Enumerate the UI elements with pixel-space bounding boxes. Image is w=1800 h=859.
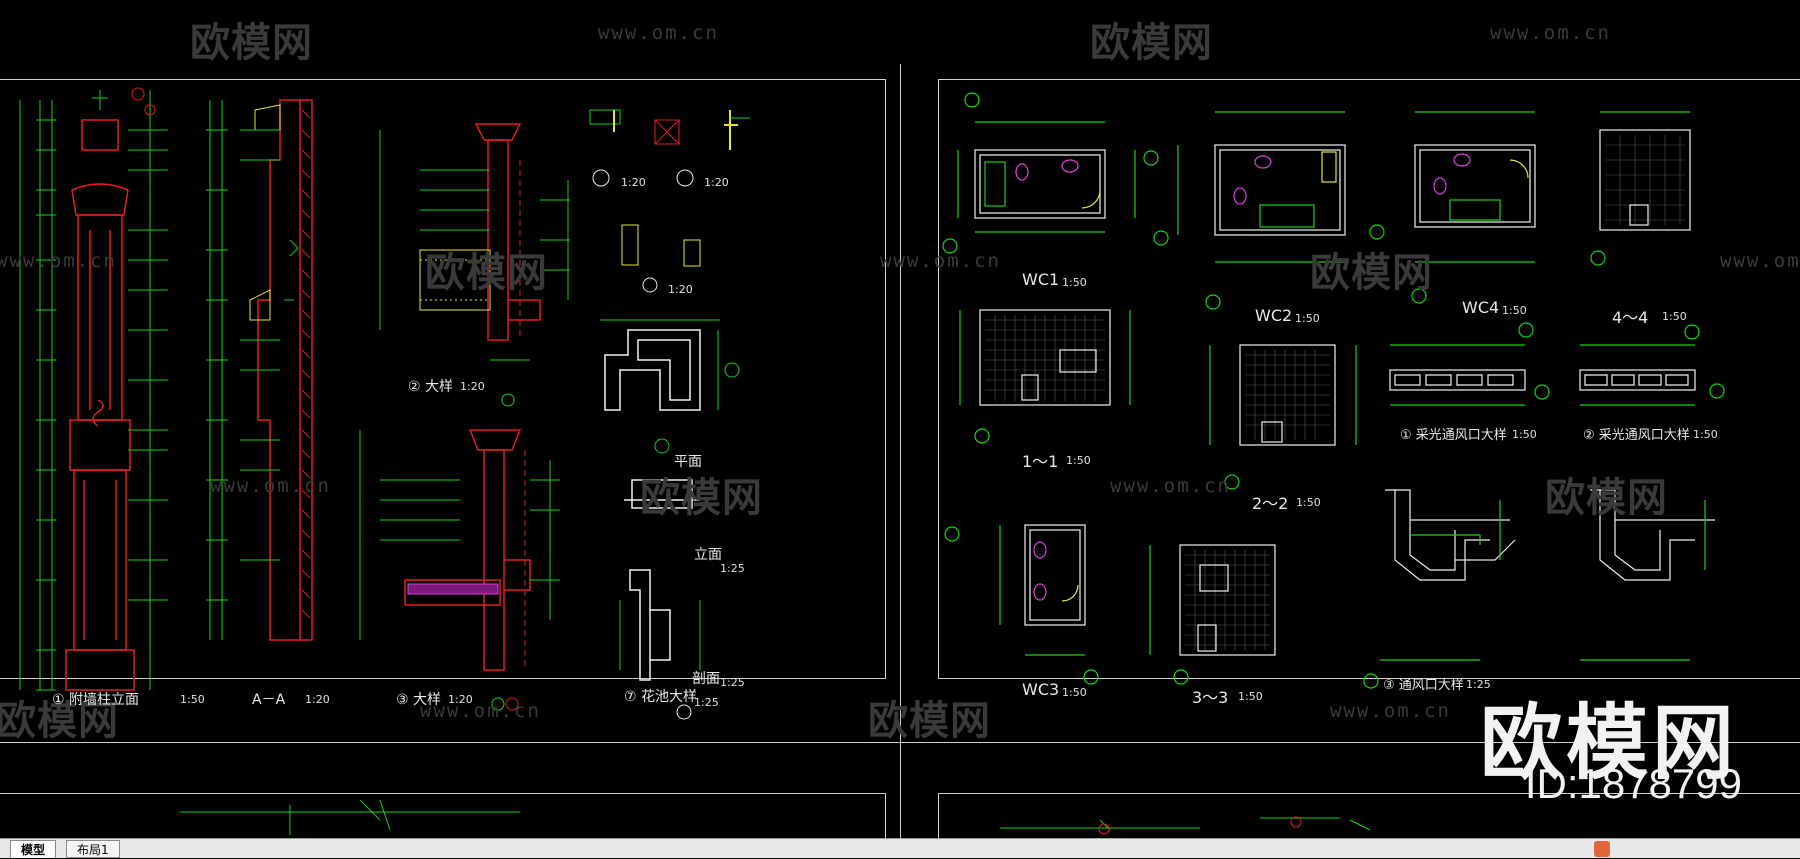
horizontal-divider-line <box>0 742 1800 743</box>
tab-layout-1[interactable]: 布局1 <box>66 840 120 858</box>
label-vent-detail-2-scale: 1:50 <box>1693 428 1718 441</box>
watermark-brand-mid-right: 欧模网 <box>1310 250 1433 296</box>
label-section-aa: A－A <box>252 692 286 708</box>
watermark-brand-bottom-center: 欧模网 <box>868 698 991 744</box>
sheet-divider-line <box>900 64 901 838</box>
layout-tab-bar: 模型 布局1 <box>0 838 1800 858</box>
label-section-11-scale: 1:50 <box>1066 454 1091 467</box>
watermark-url-center-right: www.om.cn <box>1110 475 1231 497</box>
pilaster-elevation-drawing <box>65 119 135 691</box>
app-tray-icon <box>1594 841 1610 857</box>
section-33-drawing <box>1149 544 1276 685</box>
label-vent-detail-2: ② 采光通风口大样 <box>1583 428 1690 443</box>
label-vent-detail-3: ③ 通风口大样 <box>1383 678 1464 693</box>
watermark-url-mid-center: www.om.cn <box>880 250 1001 272</box>
label-section-11: 1～1 <box>1022 452 1059 471</box>
label-planter-front: 立面 <box>694 547 722 563</box>
pilaster-dimension-lines <box>19 87 168 691</box>
wc1-plan-drawing <box>942 92 1159 254</box>
label-section-aa-scale: 1:20 <box>305 693 330 706</box>
brand-logo-text: 欧模网 <box>1479 696 1738 791</box>
label-section-44-scale: 1:50 <box>1662 310 1687 323</box>
drawing-canvas[interactable]: 欧模网 www.om.cn 欧模网 www.om.cn 欧模网 www.om.c… <box>0 0 1800 838</box>
label-planter-section-scale: 1:25 <box>720 676 745 689</box>
label-pilaster-elevation: ① 附墙柱立面 <box>52 692 140 708</box>
watermark-brand-mid-left: 欧模网 <box>425 250 548 296</box>
detail-2-drawing <box>379 123 570 407</box>
label-wc3-scale: 1:50 <box>1062 686 1087 699</box>
label-vent-detail-1: ① 采光通风口大样 <box>1400 428 1507 443</box>
right-sheet-frame-lower <box>938 793 1800 838</box>
watermark-url-top-right: www.om.cn <box>1490 22 1611 44</box>
vent-detail-2-drawing <box>1579 324 1725 406</box>
watermark-url-bottom-center: www.om.cn <box>1330 700 1451 722</box>
label-detail-2-scale: 1:20 <box>460 380 485 393</box>
label-wc1: WC1 <box>1022 270 1060 289</box>
planter-plan-drawing <box>600 319 740 720</box>
tab-model[interactable]: 模型 <box>10 840 57 858</box>
label-wc4: WC4 <box>1462 298 1500 317</box>
cad-drawing <box>19 87 1725 835</box>
label-pilaster-elevation-scale: 1:50 <box>180 693 205 706</box>
watermark-url-bottom-left: www.om.cn <box>420 700 541 722</box>
watermark-brand-top-right: 欧模网 <box>1090 20 1213 66</box>
wc4-plan-drawing <box>1369 111 1536 304</box>
vent-detail-3-drawing <box>1363 489 1715 689</box>
watermark-url-top-left: www.om.cn <box>598 22 719 44</box>
label-vent-detail-3-scale: 1:25 <box>1466 678 1491 691</box>
watermark-brand-center-left: 欧模网 <box>640 475 763 521</box>
label-wc1-scale: 1:50 <box>1062 276 1087 289</box>
label-section-33-scale: 1:50 <box>1238 690 1263 703</box>
lower-sheet-snippets <box>180 799 1371 835</box>
right-sheet-frame <box>938 79 1800 679</box>
section-aa-drawing <box>206 99 313 641</box>
label-detail-3-scale: 1:20 <box>448 693 473 706</box>
wc2-plan-drawing <box>1153 111 1346 310</box>
label-detail-5-scale: 1:20 <box>704 176 729 189</box>
label-detail-6-scale: 1:20 <box>668 283 693 296</box>
label-wc2-scale: 1:50 <box>1295 312 1320 325</box>
watermark-brand-center-right: 欧模网 <box>1545 475 1668 521</box>
label-detail-4-scale: 1:20 <box>621 176 646 189</box>
label-planter-front-scale: 1:25 <box>720 562 745 575</box>
section-11-drawing <box>959 309 1131 444</box>
label-section-22: 2～2 <box>1252 494 1289 513</box>
label-vent-detail-1-scale: 1:50 <box>1512 428 1537 441</box>
detail-3-drawing <box>359 429 560 711</box>
vent-detail-1-drawing <box>1389 322 1550 406</box>
label-planter-section: 剖面 <box>692 671 720 687</box>
label-detail-7-scale: 1:25 <box>694 696 719 709</box>
label-detail-3: ③ 大样 <box>396 692 442 708</box>
left-sheet-frame <box>0 79 886 679</box>
small-details-drawing <box>589 109 750 293</box>
watermark-url-center-left: www.om.cn <box>210 475 331 497</box>
sec44-plan-drawing <box>1590 111 1691 266</box>
label-planter-plan: 平面 <box>674 454 702 470</box>
label-detail-2: ② 大样 <box>408 379 454 395</box>
left-sheet-frame-lower <box>0 793 886 838</box>
watermark-brand-bottom-left: 欧模网 <box>0 698 119 744</box>
label-wc3: WC3 <box>1022 680 1060 699</box>
label-section-33: 3～3 <box>1192 688 1229 707</box>
section-22-drawing <box>1209 344 1357 490</box>
watermark-brand-top-left: 欧模网 <box>190 20 313 66</box>
watermark-url-mid-far-right: www.om.cn <box>1720 250 1800 272</box>
label-section-44: 4～4 <box>1612 308 1649 327</box>
watermark-url-mid-left: www.om.cn <box>0 250 117 272</box>
label-wc2: WC2 <box>1255 306 1293 325</box>
label-wc4-scale: 1:50 <box>1502 304 1527 317</box>
label-detail-7: ⑦ 花池大样 <box>624 689 698 705</box>
wc3-plan-drawing <box>944 524 1099 685</box>
label-section-22-scale: 1:50 <box>1296 496 1321 509</box>
model-id-text: ID:1878799 <box>1524 760 1742 807</box>
